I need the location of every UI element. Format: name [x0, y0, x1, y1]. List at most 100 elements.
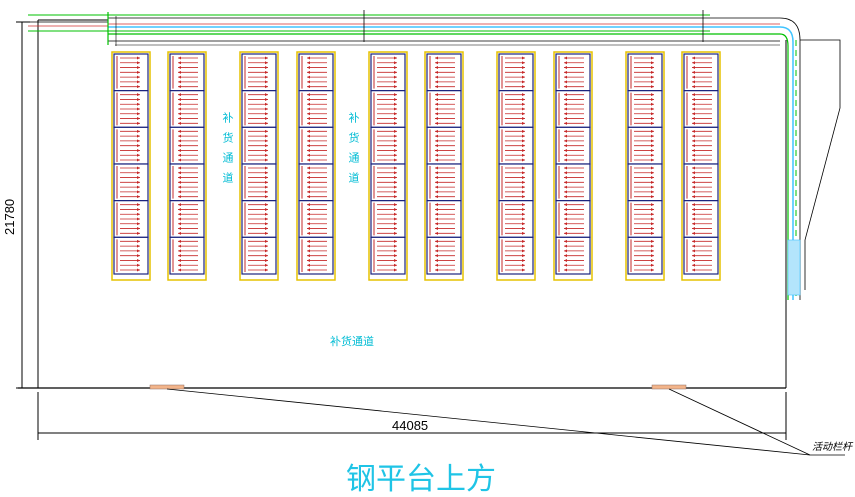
flow-arrow-head	[522, 129, 525, 133]
flow-arrow-head	[394, 180, 397, 184]
flow-arrow-head	[137, 166, 140, 170]
flow-arrow-head	[394, 268, 397, 272]
flow-arrow-head	[692, 212, 695, 216]
flow-arrow-head	[692, 97, 695, 101]
flow-arrow-head	[435, 268, 438, 272]
flow-arrow-head	[564, 70, 567, 74]
flow-arrow-head	[178, 180, 181, 184]
flow-arrow-head	[137, 185, 140, 189]
flow-arrow-head	[307, 227, 310, 231]
flow-arrow-head	[178, 227, 181, 231]
flow-arrow-head	[651, 134, 654, 138]
rack-outline	[496, 51, 536, 281]
flow-arrow-head	[178, 148, 181, 152]
flow-arrow-head	[137, 227, 140, 231]
flow-arrow-head	[137, 207, 140, 211]
flow-arrow-head	[522, 258, 525, 262]
flow-arrow-head	[651, 97, 654, 101]
flow-arrow-head	[394, 70, 397, 74]
flow-arrow-head	[435, 258, 438, 262]
flow-arrow-head	[435, 217, 438, 221]
flow-arrow-head	[651, 139, 654, 143]
flow-arrow-head	[564, 166, 567, 170]
flow-arrow-head	[522, 244, 525, 248]
flow-arrow-head	[178, 176, 181, 180]
flow-arrow-head	[651, 217, 654, 221]
flow-arrow-head	[307, 222, 310, 226]
flow-arrow-head	[265, 207, 268, 211]
flow-arrow-head	[435, 227, 438, 231]
flow-arrow-head	[178, 139, 181, 143]
flow-arrow-head	[651, 56, 654, 60]
flow-arrow-head	[522, 134, 525, 138]
flow-arrow-head	[692, 263, 695, 267]
flow-arrow-head	[137, 85, 140, 89]
flow-arrow-head	[522, 166, 525, 170]
flow-arrow-head	[564, 203, 567, 207]
flow-arrow-head	[307, 212, 310, 216]
flow-arrow-head	[435, 203, 438, 207]
flow-arrow-head	[265, 70, 268, 74]
flow-arrow-head	[137, 217, 140, 221]
flow-arrow-head	[522, 217, 525, 221]
flow-arrow-head	[178, 97, 181, 101]
flow-arrow-head	[265, 112, 268, 116]
flow-arrow-head	[307, 153, 310, 157]
flow-arrow-head	[307, 144, 310, 148]
flow-arrow-head	[651, 244, 654, 248]
flow-arrow-head	[394, 134, 397, 138]
flow-arrow-head	[178, 222, 181, 226]
flow-arrow-head	[522, 97, 525, 101]
flow-arrow-head	[137, 258, 140, 262]
rack-row	[239, 51, 279, 281]
flow-arrow-head	[394, 75, 397, 79]
flow-arrow-head	[307, 75, 310, 79]
flow-arrow-head	[651, 117, 654, 121]
flow-arrow-head	[307, 239, 310, 243]
flow-arrow-head	[178, 80, 181, 84]
flow-arrow-head	[564, 75, 567, 79]
flow-arrow-head	[178, 249, 181, 253]
flow-arrow-head	[522, 254, 525, 258]
flow-arrow-head	[564, 93, 567, 97]
flow-arrow-head	[307, 93, 310, 97]
flow-arrow-head	[178, 244, 181, 248]
flow-arrow-head	[178, 121, 181, 125]
flow-arrow-head	[307, 97, 310, 101]
flow-arrow-head	[394, 148, 397, 152]
flow-arrow-head	[394, 195, 397, 199]
flow-arrow-head	[435, 102, 438, 106]
flow-arrow-head	[522, 231, 525, 235]
flow-arrow-head	[435, 121, 438, 125]
flow-arrow-head	[651, 166, 654, 170]
flow-arrow-head	[692, 148, 695, 152]
flow-arrow-head	[178, 190, 181, 194]
railing-leader-line-right	[668, 388, 811, 456]
flow-arrow-head	[265, 129, 268, 133]
flow-arrow-head	[394, 112, 397, 116]
flow-arrow-head	[307, 207, 310, 211]
flow-arrow-head	[394, 185, 397, 189]
flow-arrow-head	[692, 207, 695, 211]
flow-arrow-head	[522, 268, 525, 272]
flow-arrow-head	[265, 171, 268, 175]
flow-arrow-head	[692, 85, 695, 89]
flow-arrow-head	[692, 244, 695, 248]
flow-arrow-head	[564, 217, 567, 221]
flow-arrow-head	[307, 231, 310, 235]
rack-row	[424, 51, 464, 281]
flow-arrow-head	[692, 144, 695, 148]
flow-arrow-head	[651, 112, 654, 116]
flow-arrow-head	[651, 249, 654, 253]
flow-arrow-head	[692, 117, 695, 121]
flow-arrow-head	[394, 61, 397, 65]
flow-arrow-head	[651, 70, 654, 74]
flow-arrow-head	[265, 85, 268, 89]
flow-arrow-head	[692, 176, 695, 180]
flow-arrow-head	[265, 80, 268, 84]
flow-arrow-head	[435, 212, 438, 216]
aisle-label-middle: 补货通道	[347, 112, 360, 192]
flow-arrow-head	[692, 239, 695, 243]
flow-arrow-head	[265, 185, 268, 189]
